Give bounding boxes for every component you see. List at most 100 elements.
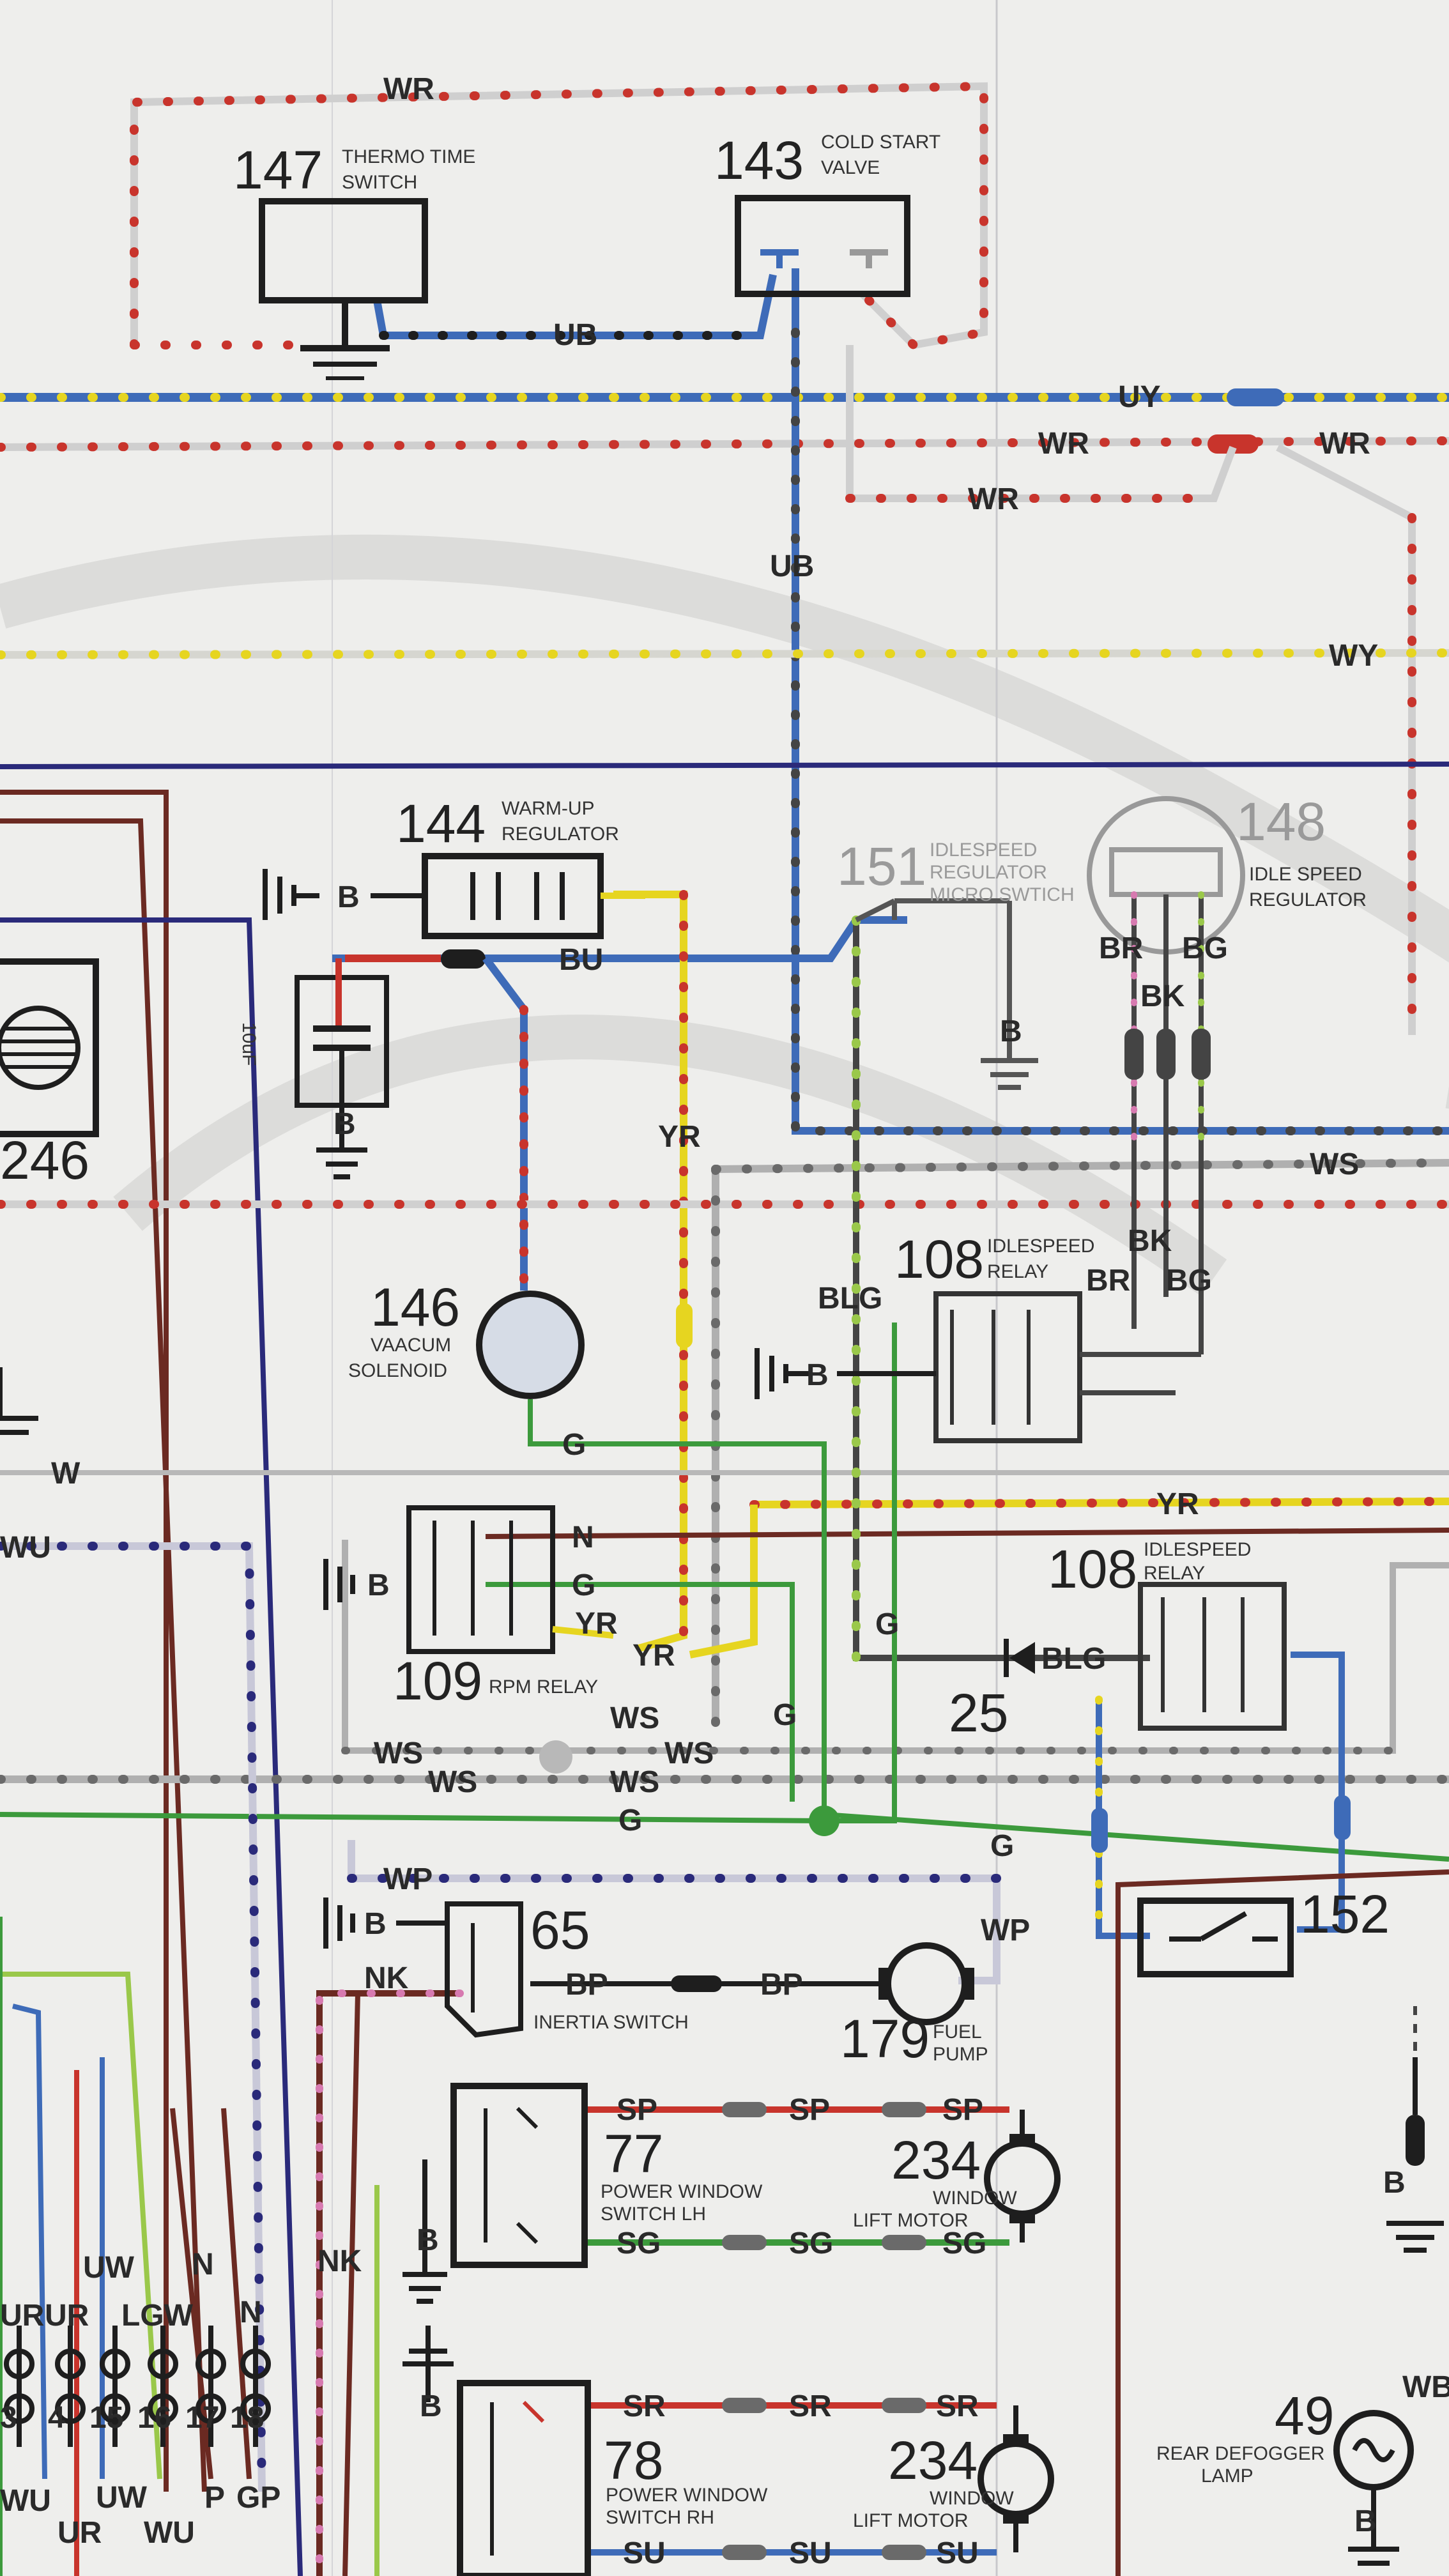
code-br-2: BR xyxy=(1086,1264,1130,1298)
label-148-line1: IDLE SPEED xyxy=(1249,864,1362,885)
wire-left-bus xyxy=(0,790,303,2576)
code-wr-c: WR xyxy=(968,482,1019,516)
wire-blg xyxy=(852,916,1150,1662)
component-147: 147 THERMO TIME SWITCH xyxy=(233,140,475,380)
code-g-mid: G xyxy=(875,1607,899,1641)
code-b-108: B xyxy=(806,1358,829,1392)
code-ur-1: UR xyxy=(0,2299,44,2333)
code-bu: BU xyxy=(559,943,603,977)
wire-yr xyxy=(613,890,693,1652)
label-108a-line1: IDLESPEED xyxy=(987,1236,1094,1257)
label-143-line2: VALVE xyxy=(821,157,880,178)
code-n-109: N xyxy=(572,1521,594,1554)
component-144: 144 WARM-UP REGULATOR xyxy=(263,793,645,939)
code-b-151: B xyxy=(1000,1015,1022,1048)
code-g-vertical: G xyxy=(773,1698,797,1732)
code-g-109: G xyxy=(572,1568,595,1602)
wire-blue-right xyxy=(1091,1652,1351,1940)
label-151-line2: REGULATOR xyxy=(930,862,1047,883)
label-148-line2: REGULATOR xyxy=(1249,889,1367,910)
code-uy: UY xyxy=(1118,380,1161,414)
code-ub-147: UB xyxy=(553,318,597,352)
label-144-line1: WARM-UP xyxy=(502,798,595,819)
label-77-number: 77 xyxy=(604,2124,663,2184)
background-watermark xyxy=(0,534,1449,1296)
code-p-bottom: P xyxy=(204,2481,225,2515)
wire-ub-top xyxy=(373,273,777,340)
code-bk-148: BK xyxy=(1140,979,1185,1013)
wire-navy-horizontal xyxy=(0,762,1449,769)
code-sg-3: SG xyxy=(942,2227,986,2260)
label-152-number: 152 xyxy=(1300,1884,1390,1944)
label-108b-line2: RELAY xyxy=(1144,1563,1205,1584)
code-g-146: G xyxy=(562,1428,586,1462)
code-b-lower: B xyxy=(420,2389,442,2423)
code-n-2: N xyxy=(240,2296,262,2329)
code-sp-2: SP xyxy=(789,2093,830,2127)
code-wb: WB xyxy=(1402,2370,1449,2404)
code-su-3: SU xyxy=(936,2536,979,2570)
code-yr-109: YR xyxy=(575,1607,618,1641)
wire-window xyxy=(374,2102,1009,2576)
code-su-1: SU xyxy=(623,2536,666,2570)
code-yr-vertical: YR xyxy=(658,1120,701,1154)
fuse-block xyxy=(4,2326,271,2447)
code-ub-vertical: UB xyxy=(770,549,814,583)
label-108b-line1: IDLESPEED xyxy=(1144,1539,1251,1560)
code-wy: WY xyxy=(1329,639,1378,673)
label-179-line1: FUEL xyxy=(933,2021,982,2043)
wire-wy xyxy=(0,648,1449,659)
label-146-line2: SOLENOID xyxy=(348,1360,447,1381)
component-148: 148 IDLE SPEED REGULATOR xyxy=(1087,792,1367,1354)
component-49: 49 REAR DEFOGGER LAMP xyxy=(1156,2386,1414,2566)
label-179-line2: PUMP xyxy=(933,2044,988,2065)
label-78-line2: SWITCH RH xyxy=(606,2507,714,2528)
code-pin-3: 3 xyxy=(0,2401,17,2435)
code-w: W xyxy=(51,1457,80,1491)
label-151-number: 151 xyxy=(837,836,926,896)
code-uw-bottom: UW xyxy=(96,2481,148,2515)
label-capacitor: 10uF xyxy=(238,1022,259,1066)
label-234a-line2: LIFT MOTOR xyxy=(853,2210,969,2231)
code-b-77: B xyxy=(417,2223,439,2257)
code-nk-vertical: NK xyxy=(318,2244,362,2278)
code-sp-3: SP xyxy=(942,2093,983,2127)
wire-uy xyxy=(0,388,1449,406)
code-b-49: B xyxy=(1354,2504,1377,2538)
label-234b-line1: WINDOW xyxy=(930,2488,1014,2509)
code-wp: WP xyxy=(383,1862,433,1896)
code-wr-b: WR xyxy=(1319,427,1370,461)
code-ws-2: WS xyxy=(374,1736,423,1770)
label-77-line1: POWER WINDOW xyxy=(601,2181,763,2202)
code-b-cap: B xyxy=(334,1107,356,1141)
code-bp-2: BP xyxy=(760,1968,803,2002)
label-108a-line2: RELAY xyxy=(987,1261,1048,1282)
code-n-1: N xyxy=(192,2248,214,2281)
label-234b-number: 234 xyxy=(888,2430,977,2490)
label-151-line3: MICRO SWTICH xyxy=(930,884,1075,905)
component-108-lower: 108 IDLESPEED RELAY xyxy=(1048,1539,1287,1731)
code-wr-a: WR xyxy=(1038,427,1089,461)
code-bg-2: BG xyxy=(1166,1264,1212,1298)
ground-symbol-144 xyxy=(263,869,319,920)
label-147-line2: SWITCH xyxy=(342,172,417,193)
label-25-number: 25 xyxy=(949,1683,1008,1743)
label-109-number: 109 xyxy=(393,1651,482,1711)
code-sr-2: SR xyxy=(789,2389,832,2423)
wire-wr-horizontal xyxy=(0,345,1449,1039)
wire-wr-loop xyxy=(130,81,988,350)
code-sg-1: SG xyxy=(617,2227,661,2260)
wire-yr-horizontal xyxy=(689,1497,1449,1659)
code-ws-4: WS xyxy=(428,1765,477,1799)
label-146-number: 146 xyxy=(371,1277,460,1337)
component-capacitor: 10uF xyxy=(238,958,389,1179)
code-yr-109b: YR xyxy=(632,1639,675,1673)
label-143-line1: COLD START xyxy=(821,132,940,153)
code-b-109: B xyxy=(367,1568,390,1602)
wire-ub-vertical xyxy=(791,268,1449,1135)
code-su-2: SU xyxy=(789,2536,832,2570)
component-right-ground xyxy=(1386,2006,1444,2253)
code-nk: NK xyxy=(364,1961,409,1995)
label-78-number: 78 xyxy=(604,2430,663,2490)
code-bk-2: BK xyxy=(1128,1224,1172,1258)
